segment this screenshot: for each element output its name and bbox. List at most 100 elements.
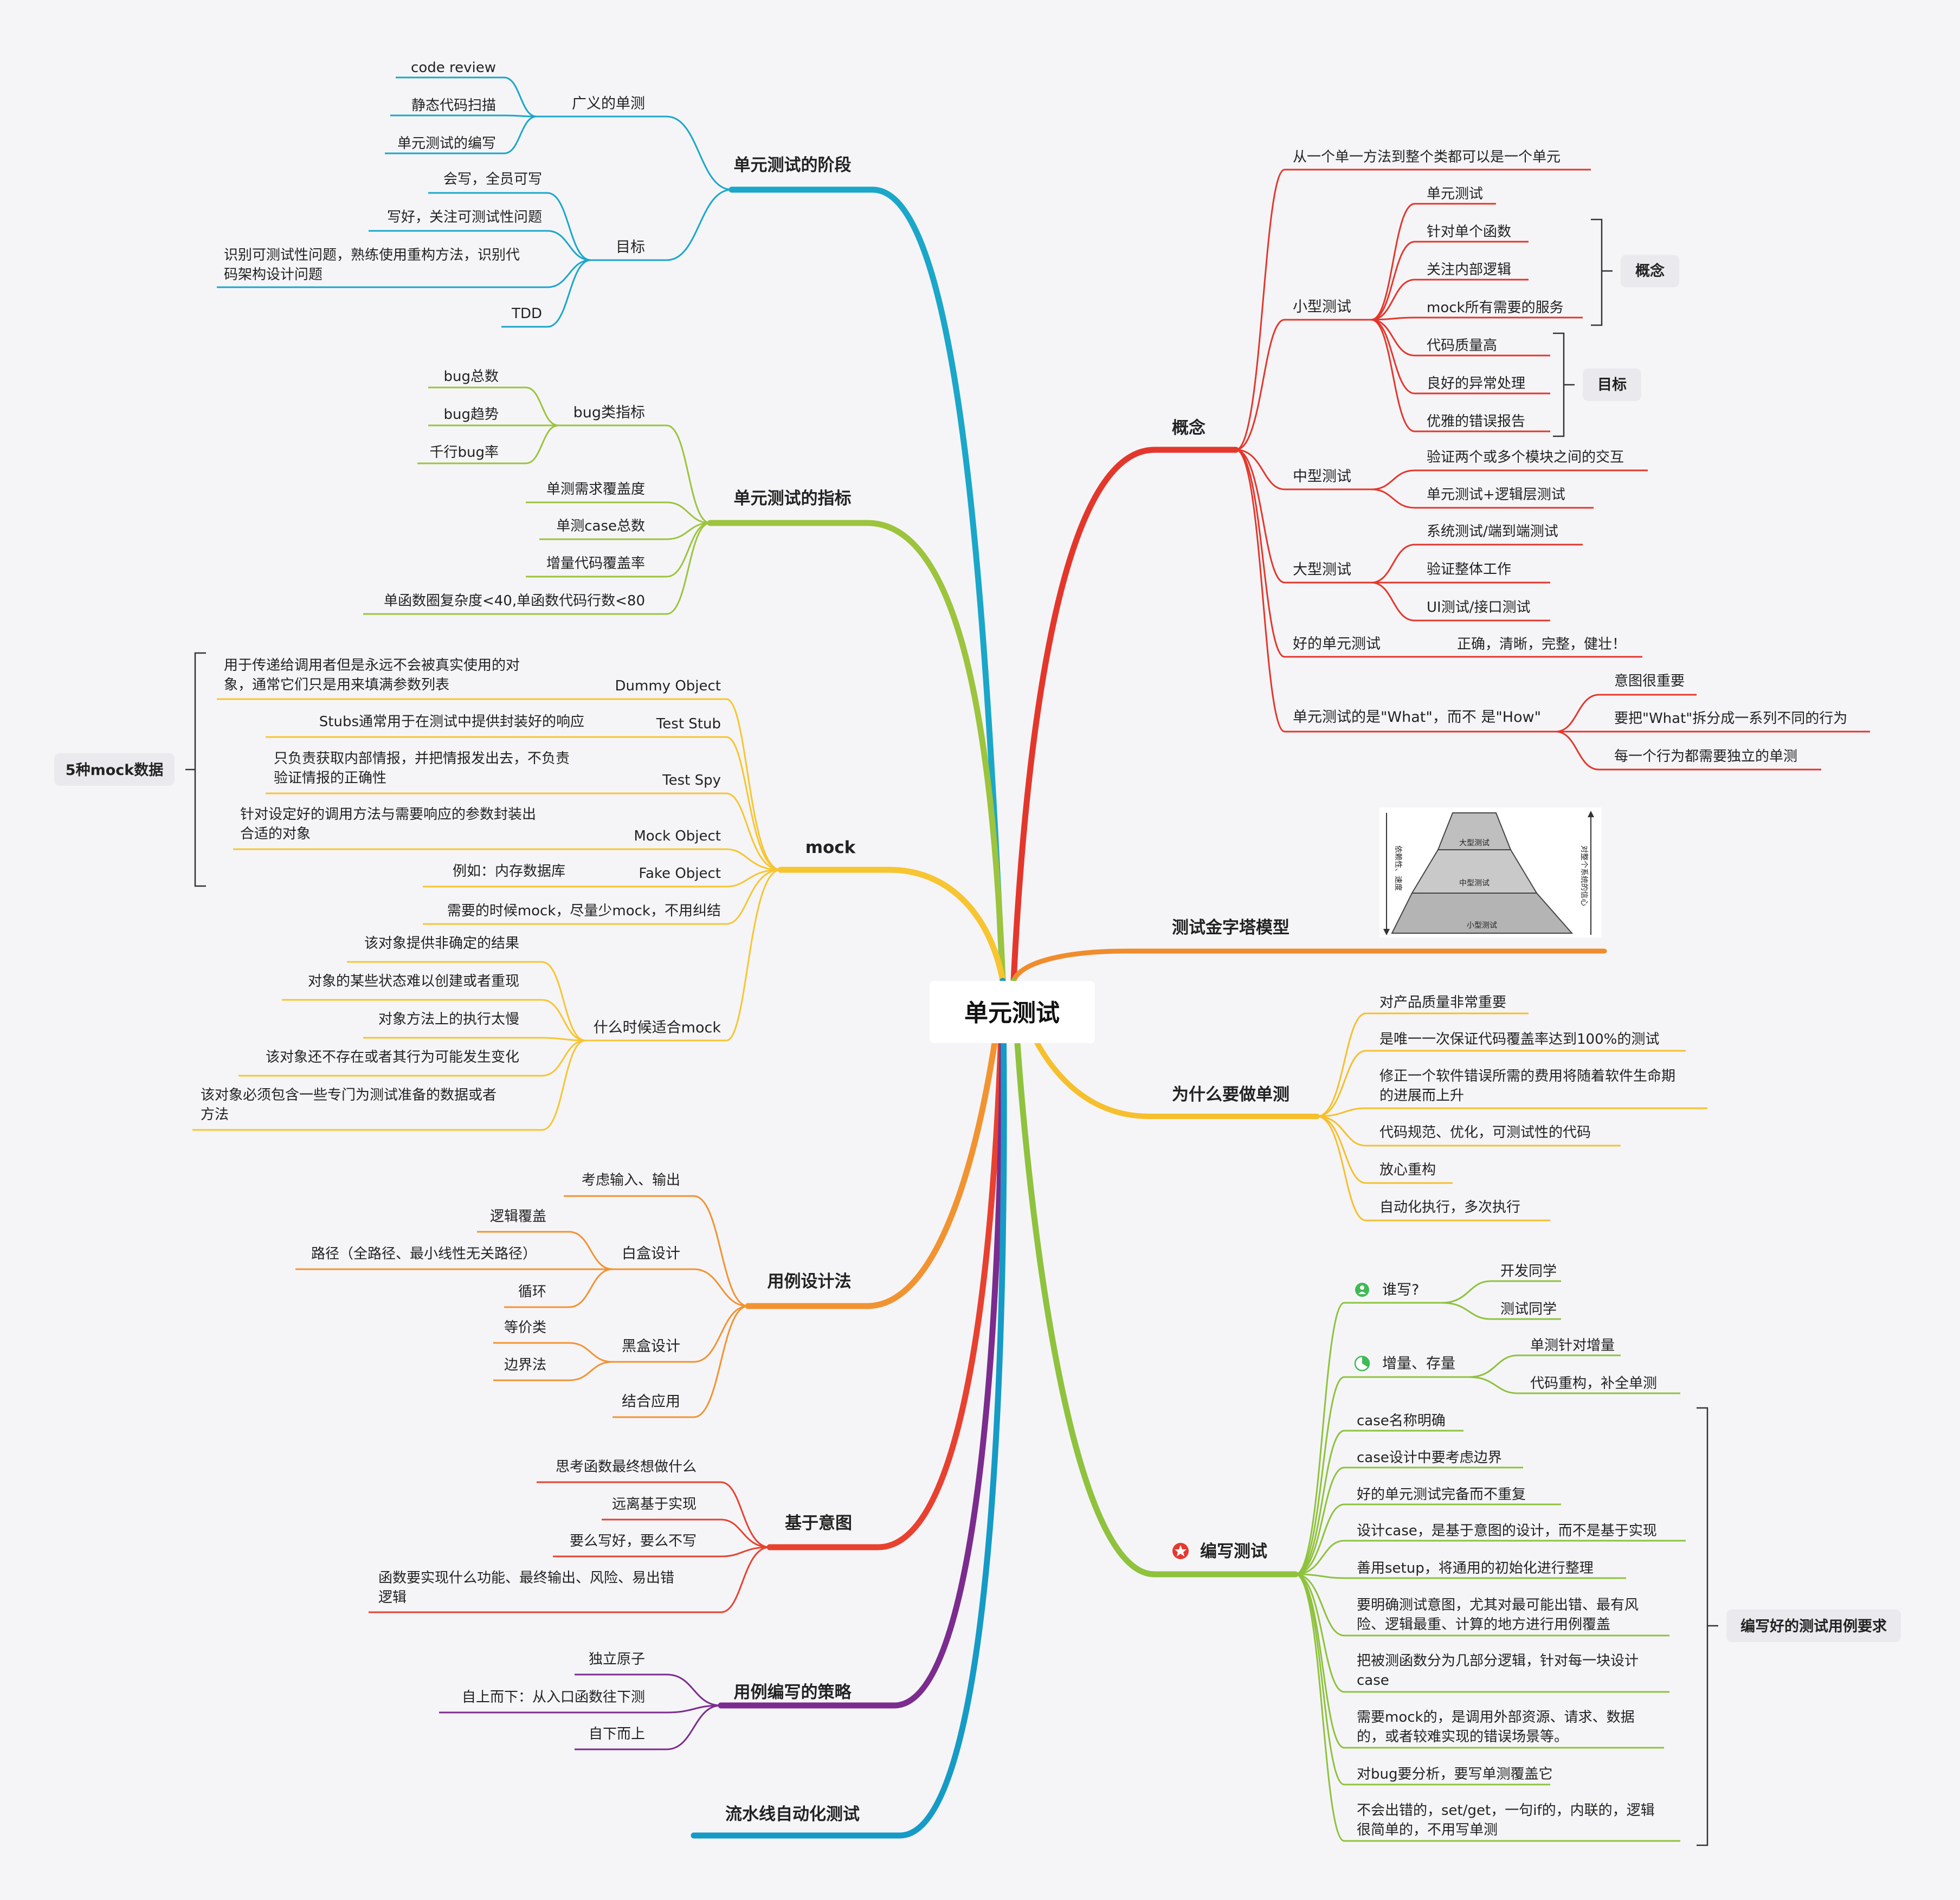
write-req[interactable]: 好的单元测试完备而不重复 — [1357, 1487, 1526, 1503]
write-req[interactable]: case设计中要考虑边界 — [1357, 1450, 1502, 1466]
write-inc[interactable]: 增量、存量 — [1382, 1355, 1455, 1372]
pipeline-title[interactable]: 流水线自动化测试 — [725, 1805, 860, 1824]
mock-type-name[interactable]: Mock Object — [634, 828, 721, 844]
intent-item[interactable]: 思考函数最终想做什么 — [556, 1459, 697, 1475]
stage-broad-item[interactable]: code review — [411, 60, 496, 76]
metrics-bug-item[interactable]: 千行bug率 — [430, 444, 499, 461]
stage-title[interactable]: 单元测试的阶段 — [734, 156, 852, 175]
design-item[interactable]: 考虑输入、输出 — [582, 1172, 680, 1188]
stage-goal-item[interactable]: 码架构设计问题 — [224, 267, 323, 283]
mock-note[interactable]: 需要的时候mock，尽量少mock，不用纠结 — [447, 903, 721, 919]
metrics-item[interactable]: 单测需求覆盖度 — [546, 481, 645, 497]
metrics-item[interactable]: 增量代码覆盖率 — [546, 555, 645, 572]
stage-broad-item[interactable]: 单元测试的编写 — [397, 135, 496, 152]
why-item[interactable]: 放心重构 — [1379, 1162, 1436, 1178]
why-item[interactable]: 是唯一一次保证代码覆盖率达到100%的测试 — [1379, 1031, 1659, 1048]
why-item[interactable]: 的进展而上升 — [1379, 1088, 1464, 1104]
stage-goal-item[interactable]: 识别可测试性问题，熟练使用重构方法，识别代 — [224, 247, 520, 263]
mock-when[interactable]: 什么时候适合mock — [594, 1019, 721, 1036]
mock-title[interactable]: mock — [805, 838, 856, 857]
metrics-title[interactable]: 单元测试的指标 — [734, 489, 852, 508]
mock-type-desc[interactable]: 用于传递给调用者但是永远不会被真实使用的对 — [224, 657, 520, 674]
concept-small-item[interactable]: 针对单个函数 — [1427, 224, 1511, 240]
stage-goal-item[interactable]: 会写，全员可写 — [443, 171, 542, 188]
write-req[interactable]: 不会出错的，set/get，一句if的，内联的，逻辑 — [1357, 1802, 1655, 1819]
concept-large[interactable]: 大型测试 — [1293, 561, 1351, 578]
strategy-item[interactable]: 自下而上 — [589, 1726, 645, 1742]
mock-type-desc[interactable]: 象，通常它们只是用来填满参数列表 — [224, 677, 449, 693]
concept-large-item[interactable]: 系统测试/端到端测试 — [1427, 524, 1558, 540]
concept-medium-item[interactable]: 验证两个或多个模块之间的交互 — [1427, 449, 1624, 466]
concept-what-item[interactable]: 要把"What"拆分成一系列不同的行为 — [1614, 710, 1847, 727]
mock-when-item[interactable]: 对象的某些状态难以创建或者重现 — [308, 973, 519, 990]
metrics-item[interactable]: 单函数圈复杂度<40,单函数代码行数<80 — [384, 593, 645, 609]
concept-what[interactable]: 单元测试的是"What"，而不 是"How" — [1293, 709, 1541, 726]
write-req[interactable]: 设计case，是基于意图的设计，而不是基于实现 — [1357, 1523, 1657, 1539]
metrics-bug-item[interactable]: bug趋势 — [444, 406, 499, 423]
mock-type-name[interactable]: Dummy Object — [615, 678, 721, 694]
strategy-item[interactable]: 自上而下：从入口函数往下测 — [462, 1689, 645, 1705]
stage-broad-item[interactable]: 静态代码扫描 — [411, 98, 496, 114]
concept-small-item[interactable]: 代码质量高 — [1427, 338, 1497, 354]
design-black[interactable]: 黑盒设计 — [622, 1338, 680, 1355]
concept-good-value[interactable]: 正确，清晰，完整，健壮！ — [1457, 636, 1626, 652]
design-combined[interactable]: 结合应用 — [622, 1393, 680, 1410]
why-item[interactable]: 修正一个软件错误所需的费用将随着软件生命期 — [1379, 1068, 1675, 1084]
metrics-bug-item[interactable]: bug总数 — [444, 369, 499, 385]
concept-small-item[interactable]: 优雅的错误报告 — [1427, 413, 1525, 430]
concept-medium[interactable]: 中型测试 — [1293, 468, 1351, 485]
goal-tag[interactable]: 目标 — [1597, 377, 1627, 393]
mock-type-desc[interactable]: 验证情报的正确性 — [274, 770, 386, 786]
concept-small-item[interactable]: 良好的异常处理 — [1427, 376, 1525, 392]
mock-when-item[interactable]: 该对象必须包含一些专门为测试准备的数据或者 — [201, 1087, 497, 1103]
metrics-item[interactable]: 单测case总数 — [556, 518, 645, 534]
mock-type-desc[interactable]: 只负责获取内部情报，并把情报发出去，不负责 — [274, 751, 570, 767]
intent-item[interactable]: 要么写好，要么不写 — [570, 1533, 697, 1549]
mock-type-desc[interactable]: 例如：内存数据库 — [453, 863, 565, 880]
concept-tag[interactable]: 概念 — [1635, 262, 1665, 280]
mock-tag[interactable]: 5种mock数据 — [66, 762, 163, 779]
write-req[interactable]: 的，或者较难实现的错误场景等。 — [1357, 1729, 1568, 1745]
why-item[interactable]: 代码规范、优化，可测试性的代码 — [1379, 1125, 1591, 1141]
intent-item[interactable]: 逻辑 — [378, 1589, 407, 1606]
mock-type-desc[interactable]: 合适的对象 — [240, 826, 311, 842]
mock-when-item[interactable]: 该对象还不存在或者其行为可能发生变化 — [266, 1049, 519, 1065]
pyramid-title[interactable]: 测试金字塔模型 — [1172, 918, 1290, 938]
concept-what-item[interactable]: 意图很重要 — [1614, 673, 1685, 689]
strategy-title[interactable]: 用例编写的策略 — [734, 1683, 852, 1702]
intent-item[interactable]: 函数要实现什么功能、最终输出、风险、易出错 — [378, 1570, 674, 1586]
write-req[interactable]: 需要mock的，是调用外部资源、请求、数据 — [1357, 1709, 1635, 1725]
design-black-item[interactable]: 边界法 — [504, 1357, 546, 1373]
write-req[interactable]: 险、逻辑最重、计算的地方进行用例覆盖 — [1357, 1617, 1610, 1633]
design-white[interactable]: 白盒设计 — [622, 1245, 680, 1262]
stage-goal[interactable]: 目标 — [616, 239, 645, 256]
concept-good[interactable]: 好的单元测试 — [1293, 636, 1381, 652]
strategy-item[interactable]: 独立原子 — [589, 1651, 645, 1668]
intent-title[interactable]: 基于意图 — [785, 1514, 852, 1533]
why-item[interactable]: 自动化执行，多次执行 — [1379, 1199, 1520, 1216]
concept-large-item[interactable]: UI测试/接口测试 — [1427, 599, 1530, 616]
concept-what-item[interactable]: 每一个行为都需要独立的单测 — [1614, 748, 1797, 765]
mock-type-name[interactable]: Fake Object — [639, 865, 721, 882]
mock-type-desc[interactable]: Stubs通常用于在测试中提供封装好的响应 — [319, 714, 584, 730]
concept-medium-item[interactable]: 单元测试+逻辑层测试 — [1427, 487, 1565, 503]
write-tag[interactable]: 编写好的测试用例要求 — [1740, 1618, 1887, 1635]
concept-small[interactable]: 小型测试 — [1293, 299, 1351, 315]
design-white-item[interactable]: 路径（全路径、最小线性无关路径） — [311, 1246, 537, 1262]
write-req[interactable]: 要明确测试意图，尤其对最可能出错、最有风 — [1357, 1597, 1639, 1613]
stage-goal-item[interactable]: TDD — [511, 306, 542, 322]
write-who[interactable]: 谁写? — [1382, 1282, 1419, 1298]
stage-goal-item[interactable]: 写好，关注可测试性问题 — [387, 209, 542, 225]
write-req[interactable]: 把被测函数分为几部分逻辑，针对每一块设计 — [1357, 1653, 1639, 1669]
mock-type-desc[interactable]: 针对设定好的调用方法与需要响应的参数封装出 — [240, 806, 536, 823]
mock-when-item[interactable]: 该对象提供非确定的结果 — [364, 935, 519, 952]
concept-small-item[interactable]: 单元测试 — [1427, 186, 1483, 202]
mock-when-item[interactable]: 方法 — [201, 1107, 229, 1123]
write-who-item[interactable]: 开发同学 — [1500, 1263, 1557, 1279]
why-item[interactable]: 对产品质量非常重要 — [1379, 994, 1506, 1011]
concept-title[interactable]: 概念 — [1172, 418, 1205, 438]
design-white-item[interactable]: 逻辑覆盖 — [490, 1208, 546, 1225]
intent-item[interactable]: 远离基于实现 — [612, 1496, 697, 1513]
write-req[interactable]: case — [1357, 1672, 1389, 1689]
concept-large-item[interactable]: 验证整体工作 — [1427, 561, 1511, 578]
